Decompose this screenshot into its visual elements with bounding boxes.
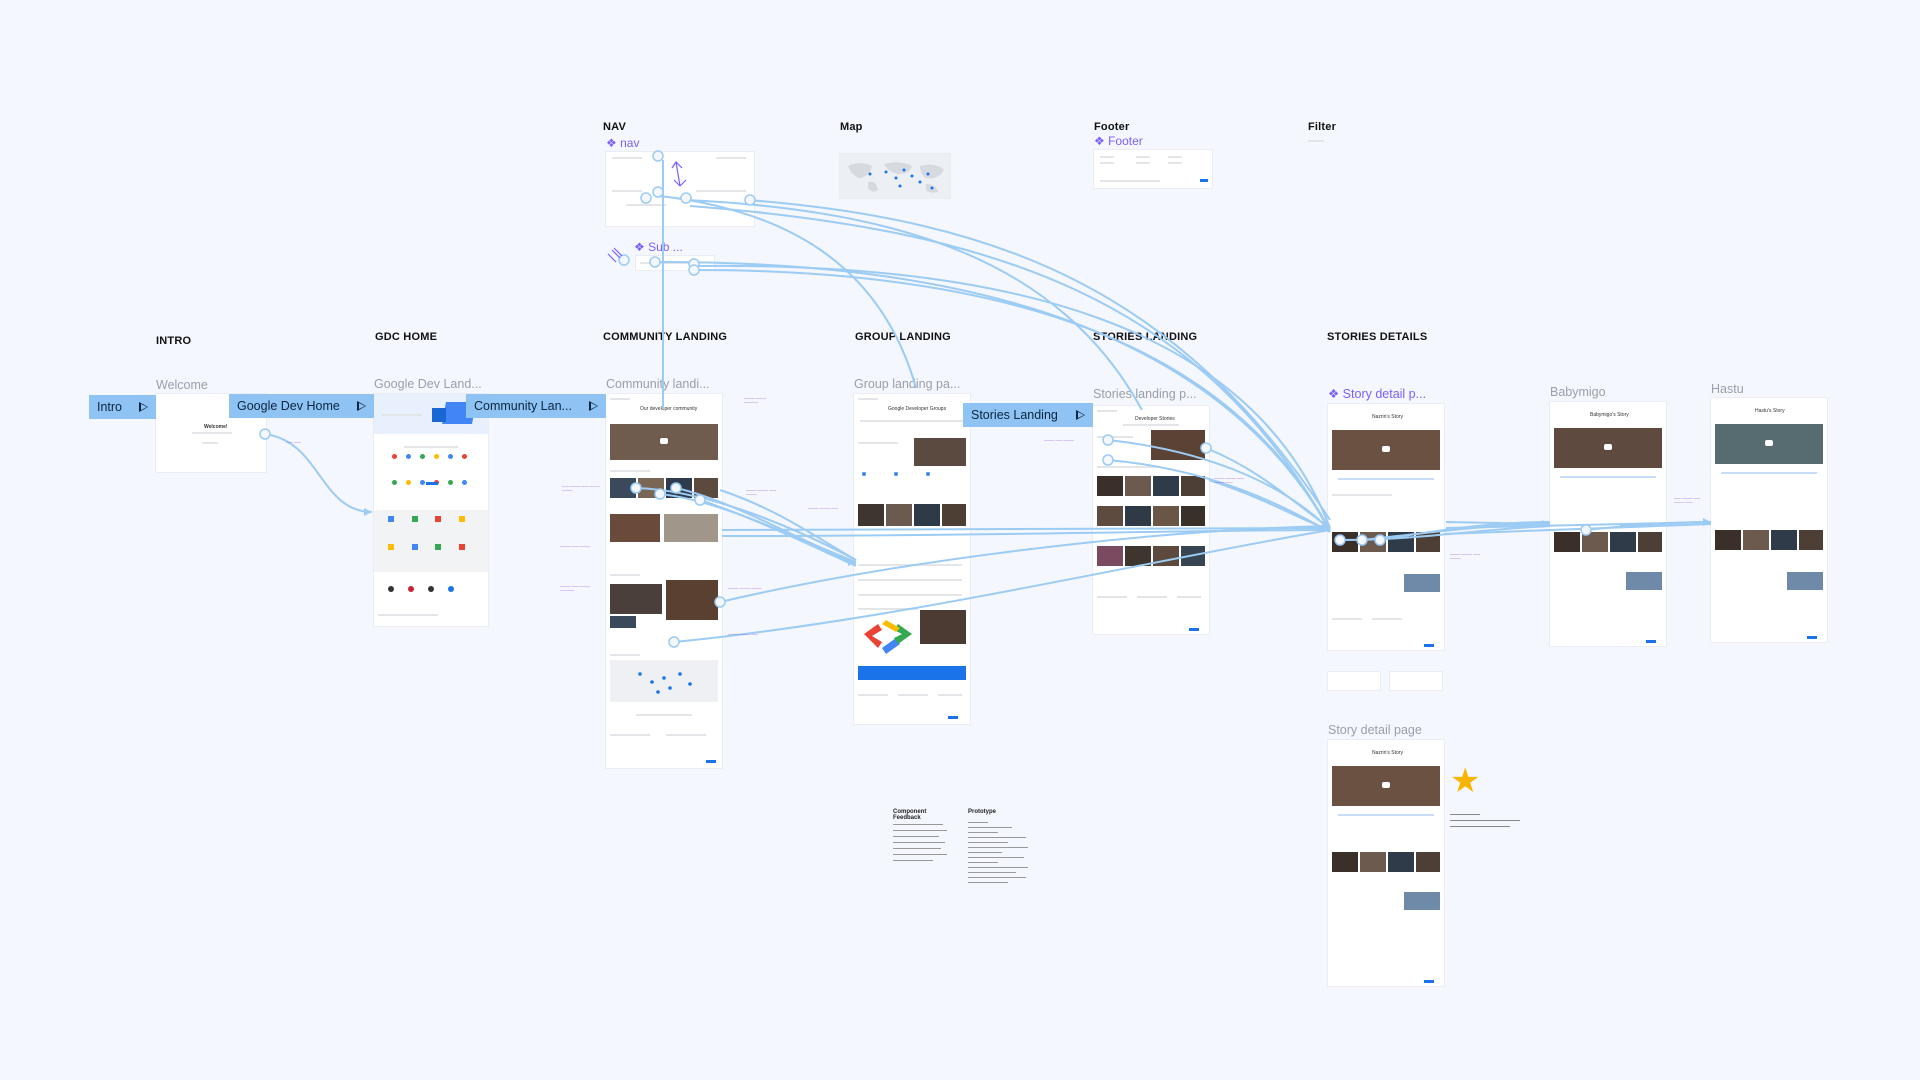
section-label-map: Map	[840, 121, 863, 133]
play-icon	[139, 402, 148, 412]
connector-nav-4	[747, 199, 1331, 521]
google-dev-landing-frame[interactable]	[374, 394, 488, 626]
annotation-12: ——— ——— ———	[728, 586, 762, 590]
annotation-3: —— ——— —— ——— ———	[562, 484, 600, 492]
component-label-sub[interactable]: ❖ Sub ...	[634, 240, 683, 254]
connector-stories-4	[1208, 479, 1331, 531]
frame-name-google-dev-landing[interactable]: Google Dev Land...	[374, 377, 482, 391]
connector-comm-5	[719, 489, 857, 561]
stories-landing-frame[interactable]: Developer Stories	[1093, 406, 1209, 634]
flow-start-community-landing[interactable]: Community Lan...	[466, 394, 606, 418]
frame-name-stories-landing[interactable]: Stories landing p...	[1093, 387, 1197, 401]
connector-intro	[263, 433, 373, 513]
annotation-5: ——— —— ——— ————	[560, 584, 590, 592]
connector-group-1	[721, 527, 1331, 531]
connector-sub-2	[693, 264, 1331, 529]
flow-start-stories-landing[interactable]: Stories Landing	[963, 403, 1093, 427]
prototype-note: Prototype	[968, 809, 997, 815]
group-landing-frame[interactable]: Google Developer Groups	[854, 394, 970, 724]
frame-name-story-detail-page[interactable]: Story detail page	[1328, 723, 1422, 737]
footer-component-frame[interactable]	[1094, 150, 1212, 188]
play-icon	[357, 401, 366, 411]
connector-group-2	[721, 529, 1331, 537]
component-label-footer[interactable]: ❖ Footer	[1094, 134, 1143, 148]
section-label-group-landing: GROUP LANDING	[855, 331, 951, 343]
babymigo-frame[interactable]: Babymigo's Story	[1550, 402, 1666, 646]
annotation-7: ——— ——— ——	[808, 506, 838, 510]
section-label-nav: NAV	[603, 121, 627, 133]
group-heading: Google Developer Groups	[888, 406, 947, 412]
flow-start-google-dev-home-label: Google Dev Home	[237, 399, 340, 413]
story3-heading: Hastu's Story	[1755, 408, 1785, 414]
welcome-title: Welcome!	[204, 424, 228, 430]
prototype-text	[968, 822, 1032, 883]
flow-start-stories-landing-label: Stories Landing	[971, 408, 1058, 422]
stories-heading: Developer Stories	[1135, 416, 1175, 422]
gdg-logo-icon	[864, 620, 912, 654]
small-frame-2[interactable]	[1390, 672, 1442, 690]
flow-start-intro-label: Intro	[97, 400, 123, 414]
frame-name-group-landing[interactable]: Group landing pa...	[854, 377, 961, 391]
community-landing-frame[interactable]: Our developer community	[606, 394, 722, 768]
frame-name-hastu[interactable]: Hastu	[1711, 382, 1744, 396]
annotation-9: ——— ——— —— ——— ——	[1214, 476, 1244, 484]
flow-start-intro[interactable]: Intro	[89, 395, 156, 419]
flow-start-google-dev-home[interactable]: Google Dev Home	[229, 394, 374, 418]
annotation-10: ——— ——— —— ———	[1450, 552, 1480, 560]
story-detail-frame[interactable]: Nazrin's Story	[1328, 404, 1444, 650]
section-label-filter: Filter	[1308, 121, 1337, 133]
annotation-2: ——— ——— ————	[744, 396, 766, 404]
section-label-footer: Footer	[1094, 121, 1130, 133]
annotation-4: ——— —— ———	[560, 544, 590, 548]
connector-stories-2	[1205, 447, 1331, 529]
community-map-icon	[638, 672, 692, 694]
annotation-1: —— ——	[286, 440, 301, 444]
play-icon	[1076, 410, 1085, 420]
annotation-13: ——— ——— ——	[728, 632, 758, 636]
annotation-11: —— ——— —— ——— ——	[1674, 496, 1701, 504]
flow-start-community-landing-label: Community Lan...	[474, 399, 572, 413]
frame-name-community-landing[interactable]: Community landi...	[606, 377, 710, 391]
story1-heading: Nazrin's Story	[1372, 414, 1403, 420]
filter-component-frame[interactable]	[1308, 138, 1328, 144]
favorite-star-icon: ★	[1450, 762, 1481, 800]
component-label-nav[interactable]: ❖ nav	[606, 136, 640, 150]
map-component-frame[interactable]	[840, 154, 950, 198]
play-icon	[589, 401, 598, 411]
connector-comm-6	[719, 525, 1331, 603]
connector-detail-6	[1445, 521, 1551, 525]
community-heading: Our developer community	[640, 406, 698, 412]
nav-component-frame[interactable]	[606, 152, 754, 226]
component-feedback-note: Component Feedback	[893, 809, 927, 821]
sub-nav-component-frame[interactable]	[636, 256, 714, 270]
story4-heading: Nazrin's Story	[1372, 750, 1403, 756]
section-label-stories-details: STORIES DETAILS	[1327, 331, 1428, 343]
connector-comm-7	[673, 529, 1331, 643]
frame-name-story-detail[interactable]: ❖ Story detail p...	[1328, 387, 1427, 401]
section-label-intro: INTRO	[156, 335, 192, 347]
frame-name-babymigo[interactable]: Babymigo	[1550, 385, 1606, 399]
story2-heading: Babymigo's Story	[1590, 412, 1629, 418]
frame-name-welcome[interactable]: Welcome	[156, 378, 208, 392]
section-label-stories-landing: STORIES LANDING	[1093, 331, 1198, 343]
component-feedback-text	[893, 824, 949, 861]
connector-sub-3	[695, 269, 1331, 533]
hastu-frame[interactable]: Hastu's Story	[1711, 398, 1827, 642]
annotation-6: ——— ——— —— ———	[746, 488, 776, 496]
story-detail-page-frame[interactable]: Nazrin's Story	[1328, 740, 1444, 986]
section-label-gdc-home: GDC HOME	[375, 331, 438, 343]
world-map-icon	[848, 162, 944, 193]
section-label-community-landing: COMMUNITY LANDING	[603, 331, 728, 343]
annotation-8: ——— —— ———	[1044, 438, 1074, 442]
small-frame-1[interactable]	[1328, 672, 1380, 690]
